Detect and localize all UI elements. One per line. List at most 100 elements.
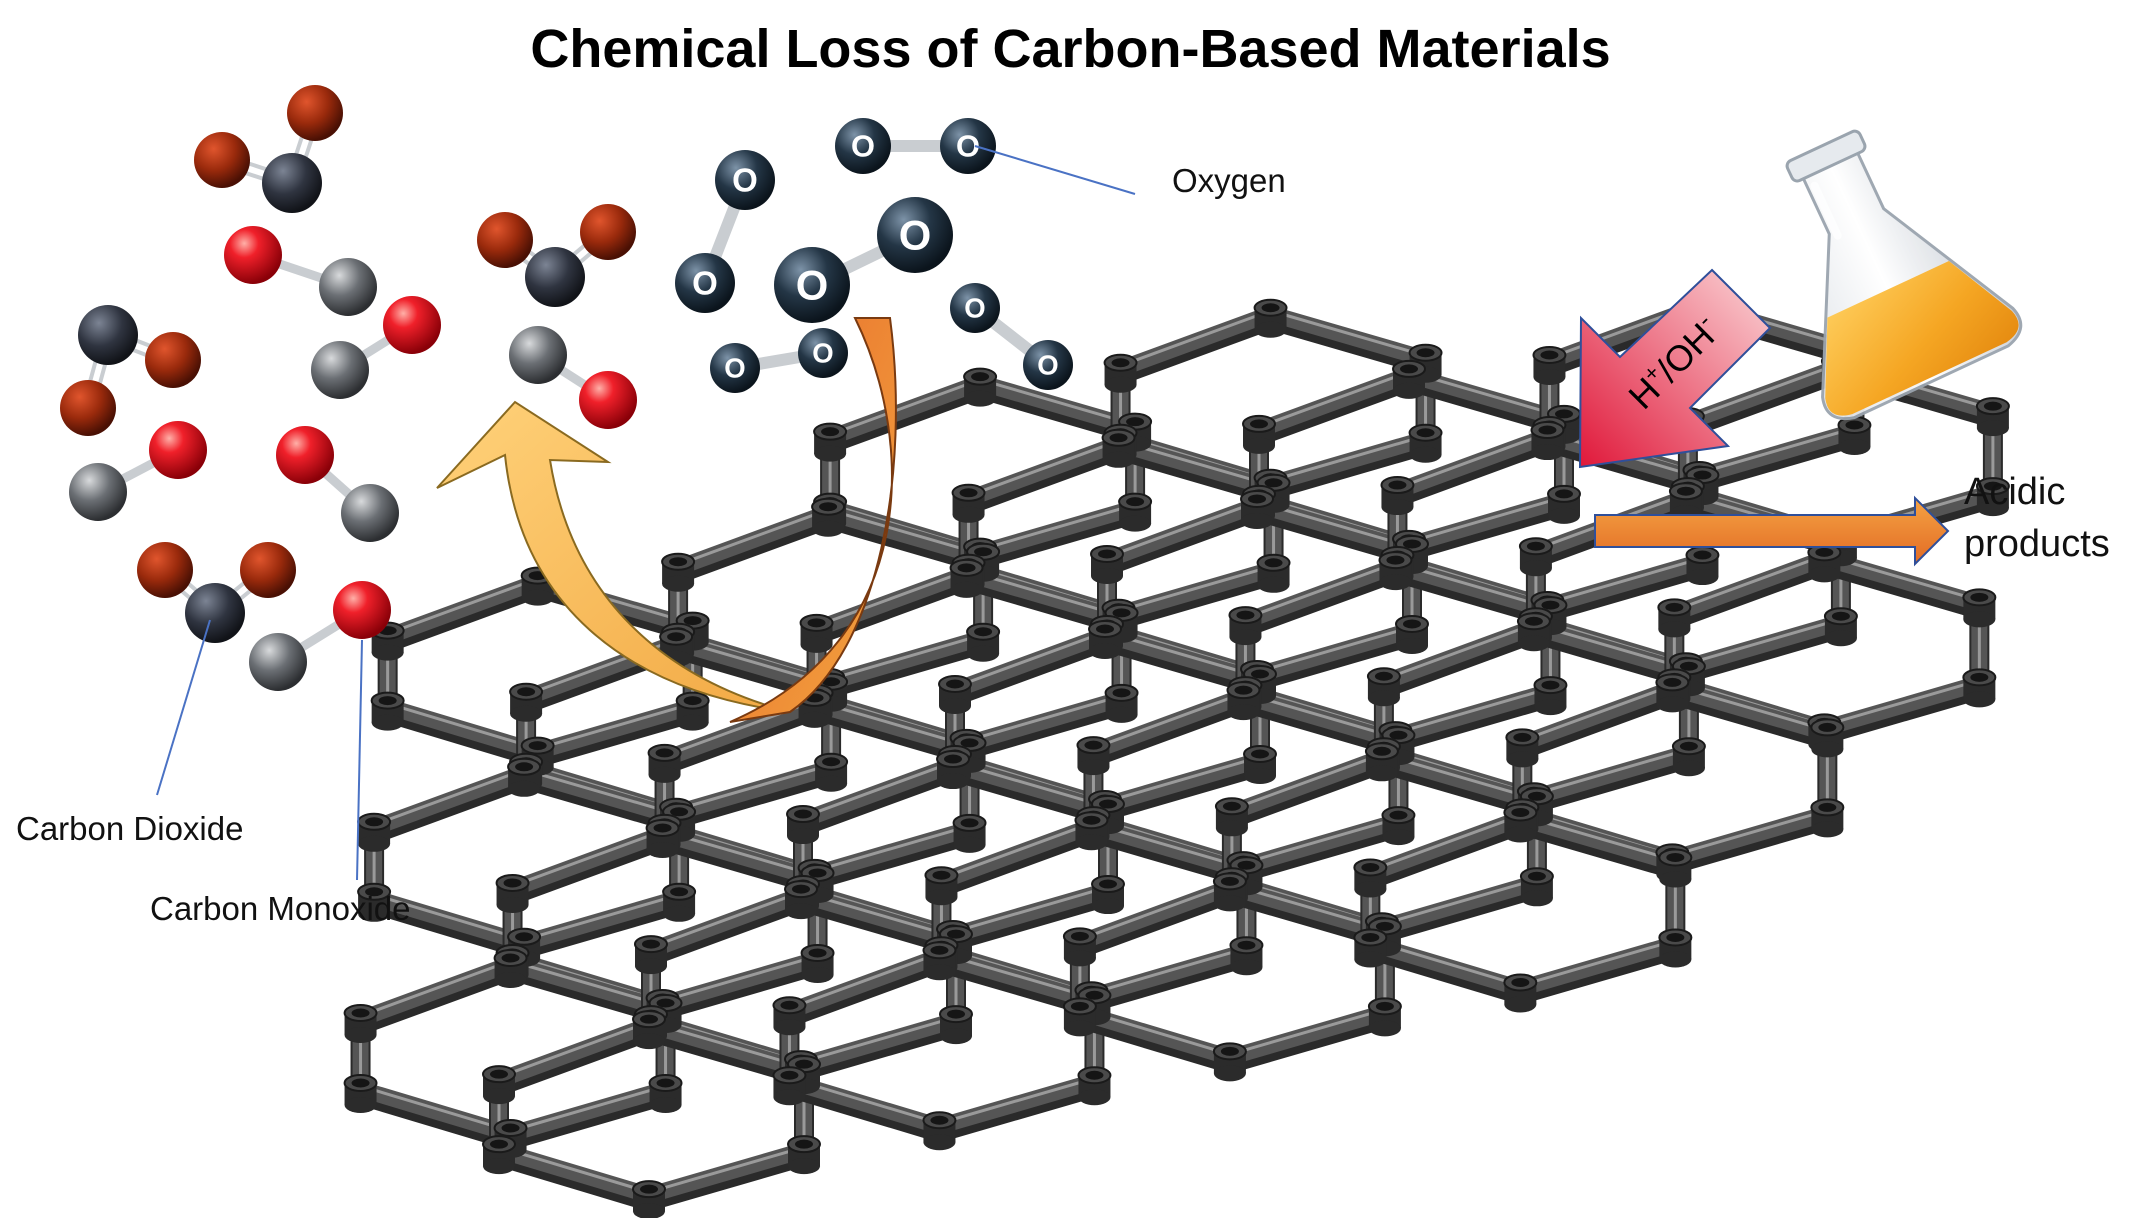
lattice-node-base (1063, 950, 1096, 967)
lattice-bond-highlight (386, 702, 540, 751)
lattice-bond-top (960, 435, 1127, 507)
lattice-node-base (1367, 690, 1400, 707)
lattice-node-base (1230, 959, 1263, 976)
lattice-bond-top (504, 825, 671, 897)
lattice-bond-highlight (509, 959, 668, 1008)
lattice-node-hole (1831, 611, 1850, 621)
lattice-node-base (1243, 437, 1275, 454)
carbon-atom (262, 153, 322, 213)
lattice-node-hole (1666, 932, 1685, 942)
lattice-node-hole (1112, 608, 1131, 618)
lattice-bond-highlight (1684, 617, 1843, 666)
lattice-bond-top (1110, 435, 1282, 497)
lattice-node-hole (792, 884, 810, 894)
lattice-node-base (649, 1097, 682, 1113)
lattice-node-hole (1261, 303, 1280, 313)
lattice-bond-top (1249, 621, 1420, 683)
lattice-node-hole (1815, 547, 1834, 557)
lattice-node-base (1976, 420, 2009, 437)
lattice-node-hole (1126, 497, 1145, 507)
lattice-node-base (800, 636, 833, 653)
lattice-node-base (1504, 996, 1537, 1013)
lattice-bond-top (668, 759, 840, 821)
lattice-node-hole (1388, 480, 1407, 490)
lattice-bond-top (641, 1017, 812, 1079)
lattice-bond-top (931, 1073, 1103, 1135)
lattice-bond-top (1375, 619, 1542, 691)
lattice-node-hole (1665, 602, 1684, 612)
lattice-node-base (1504, 826, 1537, 843)
lattice-bond-top (1071, 879, 1238, 951)
lattice-bond-highlight (661, 954, 820, 1003)
o2-atom-label: O (724, 353, 745, 384)
erlenmeyer-flask-icon (1785, 129, 2023, 421)
lattice-bond-top (1401, 491, 1572, 553)
lattice-node-hole (503, 878, 522, 888)
lattice-bond-top (1235, 813, 1407, 875)
lattice-node-base (1531, 444, 1564, 461)
lattice-node-hole (1386, 555, 1405, 565)
lattice-node-hole (1372, 746, 1391, 756)
lattice-bond-top (1525, 619, 1697, 681)
carbon-atom (78, 305, 138, 365)
lattice-node-base (940, 1028, 972, 1045)
lattice-node-base (358, 905, 391, 922)
lattice-node-base (815, 775, 848, 792)
oxygen-atom (240, 542, 296, 598)
lattice-node-base (1257, 576, 1290, 593)
lattice-bond-top (820, 504, 992, 566)
lattice-bond-highlight (1670, 808, 1829, 857)
lattice-node-hole (1109, 433, 1128, 443)
lattice-node-hole (794, 809, 812, 819)
carbon-atom (69, 463, 127, 521)
lattice-node-base (1365, 765, 1398, 782)
lattice-node-hole (1222, 801, 1241, 811)
lattice-node-base (344, 1027, 377, 1043)
lattice-node-hole (490, 1139, 508, 1149)
lattice-bond-top (1512, 935, 1684, 997)
lattice-node-base (1824, 630, 1857, 647)
lattice-bond-top (1525, 744, 1697, 806)
lattice-bond-highlight (1078, 882, 1232, 941)
lattice-bond-top (491, 1017, 657, 1089)
lattice-node-hole (1983, 481, 2002, 491)
lattice-bond-highlight (939, 821, 1093, 880)
lattice-node-base (952, 506, 985, 523)
lattice-node-base (1548, 507, 1580, 524)
lattice-node-base (648, 766, 681, 783)
lattice-node-base (663, 905, 696, 922)
lattice-bond-highlight (359, 959, 513, 1018)
lattice-node-hole (683, 616, 702, 626)
o2-atom-label: O (1037, 350, 1058, 381)
lattice-node-hole (642, 939, 660, 949)
lattice-node-base (1089, 643, 1121, 659)
lattice-node-hole (1555, 489, 1573, 499)
lattice-bond-highlight (967, 439, 1121, 498)
lattice-bond-highlight (1230, 752, 1384, 811)
lattice-node-hole (1527, 871, 1546, 881)
lattice-node-hole (974, 627, 993, 637)
lattice-node-hole (365, 817, 384, 827)
lattice-node-hole (1111, 358, 1130, 368)
acidic-products-line1: Acidic (1964, 471, 2066, 513)
lattice-bond-highlight (787, 951, 941, 1010)
lattice-bond-highlight (965, 694, 1124, 743)
lattice-node-hole (808, 868, 827, 878)
lattice-node-base (801, 966, 834, 983)
lattice-node-hole (515, 762, 534, 772)
carbon-atom (311, 341, 369, 399)
lattice-node-hole (960, 818, 979, 828)
lattice-node-base (923, 1134, 956, 1151)
lattice-bond-highlight (953, 630, 1107, 689)
lattice-node-base (1838, 439, 1871, 455)
lattice-bond-highlight (1672, 553, 1826, 612)
lattice-bond-top (1539, 553, 1711, 615)
lattice-node-hole (1663, 677, 1682, 687)
lattice-node-base (1354, 951, 1387, 968)
lattice-bond-top (1221, 1004, 1393, 1066)
lattice-bond-highlight (674, 763, 833, 812)
lattice-node-base (1229, 629, 1262, 646)
oxygen-atom (276, 426, 334, 484)
acidic-products-arrow (1594, 495, 1950, 567)
lattice-bond-highlight (826, 633, 985, 682)
